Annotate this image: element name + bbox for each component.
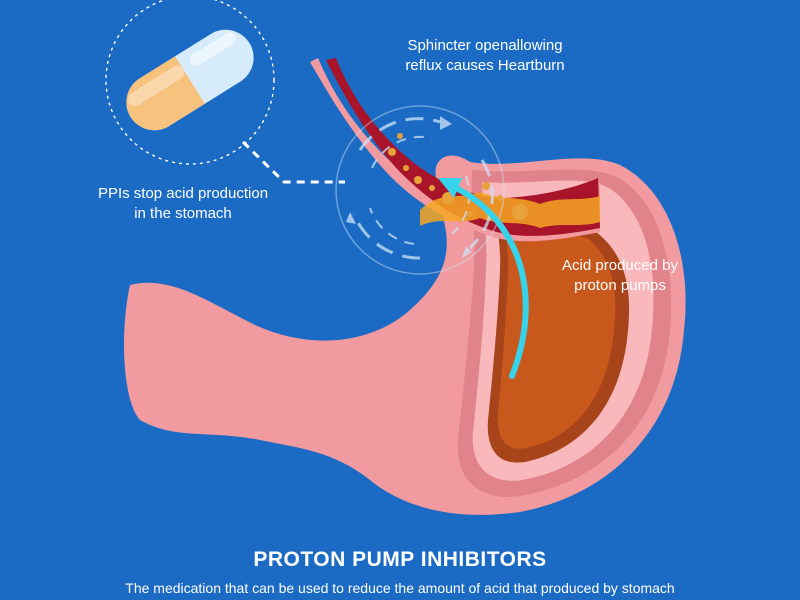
page-title: PROTON PUMP INHIBITORS xyxy=(253,548,547,571)
esophagus xyxy=(310,58,600,242)
reflux-circle-icon xyxy=(335,105,505,275)
acid-bubbles xyxy=(388,133,528,220)
label-acid: Acid produced by proton pumps xyxy=(540,256,700,296)
label-sphincter-line2: reflux causes Heartburn xyxy=(405,57,565,74)
label-sphincter: Sphincter openallowing reflux causes Hea… xyxy=(380,36,590,76)
label-acid-line2: proton pumps xyxy=(574,277,666,294)
label-sphincter-line1: Sphincter openallowing xyxy=(407,37,563,54)
label-ppi-line2: in the stomach xyxy=(134,205,232,222)
pill-capsule-icon xyxy=(105,0,275,165)
label-ppi-line1: PPIs stop acid production xyxy=(97,185,269,202)
pill-connector-line xyxy=(241,140,345,184)
page-subtitle: The medication that can be used to reduc… xyxy=(125,580,675,596)
acid-arrow-icon xyxy=(438,178,529,379)
label-acid-line1: Acid produced by xyxy=(562,257,678,274)
label-ppi: PPIs stop acid production in the stomach xyxy=(78,184,288,224)
